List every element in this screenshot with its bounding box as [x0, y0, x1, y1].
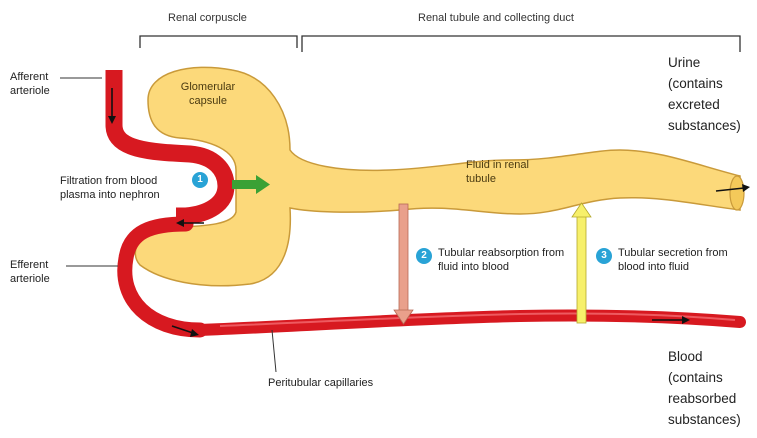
filtration-step-label: Filtration from blood plasma into nephro…: [60, 174, 190, 202]
efferent-arteriole-label: Efferent arteriole: [10, 258, 62, 286]
renal-corpuscle-header: Renal corpuscle: [168, 12, 247, 24]
tubule-opening: [730, 176, 744, 210]
glomerular-capsule-label: Glomerular capsule: [172, 80, 244, 108]
afferent-arteriole-label: Afferent arteriole: [10, 70, 62, 98]
secretion-arrow-shaft: [577, 215, 586, 323]
secretion-step-label: Tubular secretion from blood into fluid: [618, 246, 754, 274]
urine-label: Urine (contains excreted substances): [668, 52, 756, 136]
blood-label: Blood (contains reabsorbed substances): [668, 346, 756, 430]
peritubular-leader-line: [272, 330, 276, 372]
fluid-in-tubule-label: Fluid in renal tubule: [466, 158, 538, 186]
reabsorption-step-label: Tubular reabsorption from fluid into blo…: [438, 246, 566, 274]
secretion-step-badge: 3: [596, 248, 612, 264]
filtration-step-badge: 1: [192, 172, 208, 188]
renal-tubule-bracket: [302, 36, 740, 52]
reabsorption-arrow-shaft: [399, 204, 408, 312]
renal-corpuscle-bracket: [140, 36, 297, 48]
renal-tubule-header: Renal tubule and collecting duct: [418, 12, 574, 24]
reabsorption-step-badge: 2: [416, 248, 432, 264]
filtration-arrow-shaft: [232, 180, 256, 189]
peritubular-capillaries-label: Peritubular capillaries: [268, 376, 373, 390]
urine-flow-arrowhead: [742, 184, 750, 192]
